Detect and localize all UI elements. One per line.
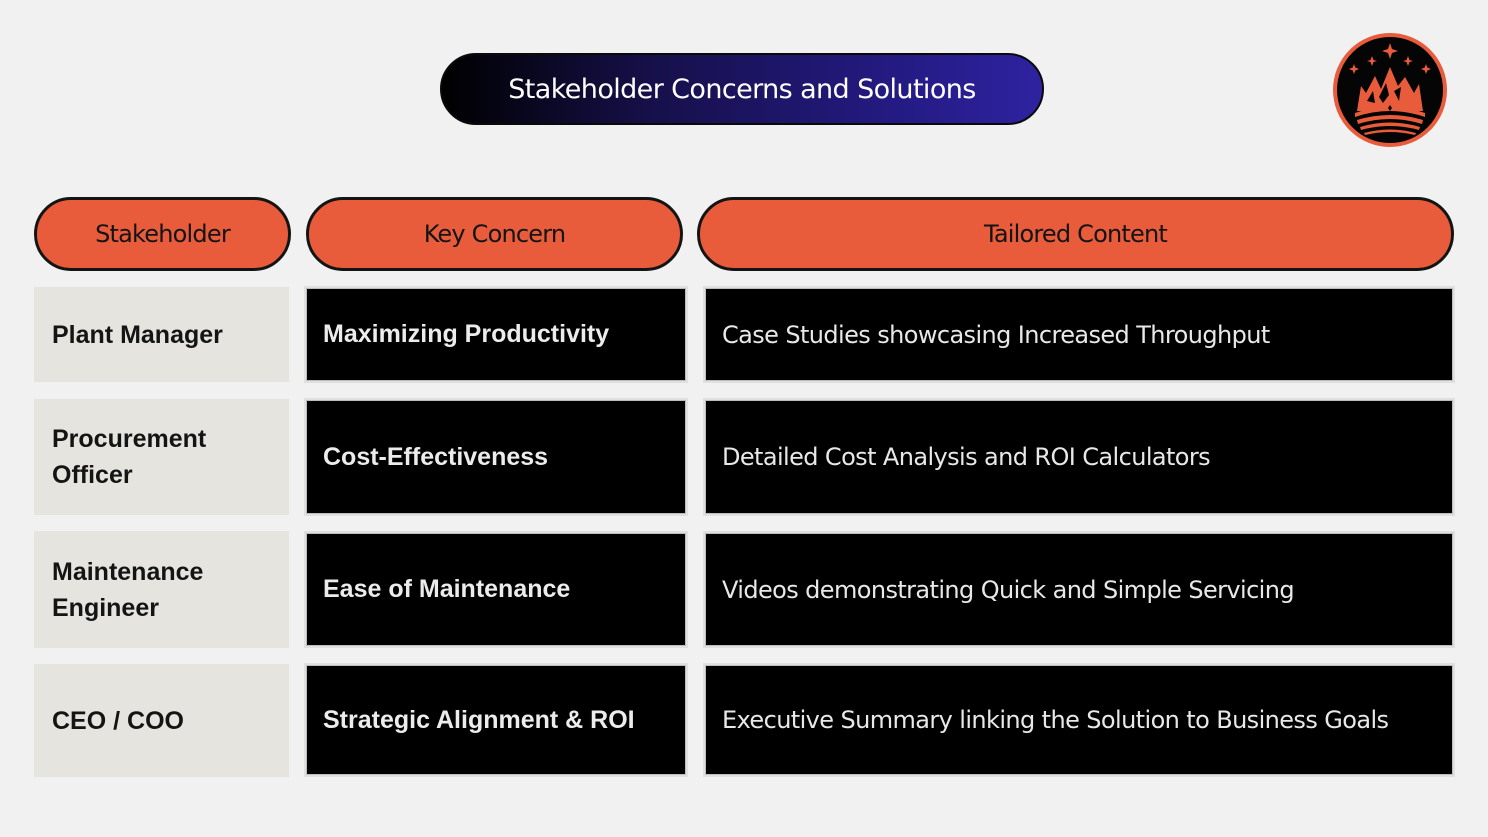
slide-title: Stakeholder Concerns and Solutions [508, 73, 976, 105]
concern-cell: Ease of Maintenance [304, 531, 688, 648]
content-cell: Case Studies showcasing Increased Throug… [703, 286, 1455, 383]
stakeholder-cell: Procurement Officer [34, 399, 289, 515]
concern-cell: Cost-Effectiveness [304, 398, 688, 516]
stakeholder-cell: CEO / COO [34, 664, 289, 777]
content-cell: Detailed Cost Analysis and ROI Calculato… [703, 398, 1455, 516]
header-label: Stakeholder [95, 220, 231, 248]
stakeholder-name: Maintenance Engineer [52, 557, 204, 622]
content-text: Detailed Cost Analysis and ROI Calculato… [722, 443, 1211, 471]
header-stakeholder: Stakeholder [34, 197, 291, 271]
concern-cell: Maximizing Productivity [304, 286, 688, 383]
stakeholder-name: CEO / COO [52, 706, 184, 735]
content-cell: Executive Summary linking the Solution t… [703, 663, 1455, 777]
header-tailored-content: Tailored Content [697, 197, 1454, 271]
concern-cell: Strategic Alignment & ROI [304, 663, 688, 777]
content-text: Videos demonstrating Quick and Simple Se… [722, 575, 1295, 604]
header-key-concern: Key Concern [306, 197, 683, 271]
concern-text: Maximizing Productivity [323, 320, 610, 348]
stakeholder-name: Procurement Officer [52, 425, 207, 489]
stakeholder-cell: Maintenance Engineer [34, 531, 289, 648]
content-text: Case Studies showcasing Increased Throug… [722, 320, 1270, 349]
slide-title-banner: Stakeholder Concerns and Solutions [440, 53, 1044, 125]
content-cell: Videos demonstrating Quick and Simple Se… [703, 531, 1455, 648]
concern-text: Strategic Alignment & ROI [323, 705, 635, 734]
header-label: Key Concern [423, 220, 566, 248]
concern-text: Ease of Maintenance [323, 575, 571, 603]
concern-text: Cost-Effectiveness [323, 442, 549, 471]
crown-mountain-logo-icon [1331, 31, 1449, 149]
stakeholder-name: Plant Manager [52, 320, 223, 349]
header-label: Tailored Content [983, 220, 1168, 248]
content-text: Executive Summary linking the Solution t… [722, 706, 1389, 734]
stakeholder-cell: Plant Manager [34, 287, 289, 382]
